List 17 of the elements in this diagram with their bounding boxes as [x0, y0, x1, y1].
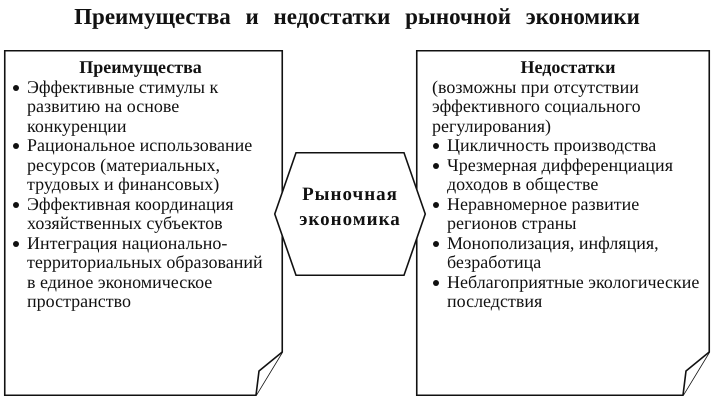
- list-item-text: Цикличность производства: [447, 136, 658, 156]
- list-item-text: Неравномерное развитие регионов страны: [447, 194, 640, 234]
- list-item-text: Эффективные стимулы к развитию на основе конкуренции: [27, 78, 220, 136]
- list-item-text: Неблагоприятные экологические последствия: [447, 272, 700, 312]
- curled-page-panel: [4, 50, 283, 396]
- hexagon: [274, 152, 426, 276]
- list-item-text: Монополизация, инфляция, безработица: [447, 234, 660, 272]
- panel-heading: Преимущества: [78, 58, 203, 78]
- diagram-title: Преимущества и недостатки рыночной экономики: [73, 3, 641, 31]
- panel-heading: Недостатки: [519, 58, 617, 78]
- panel-note: (возможны при отсутствии эффективного социального регулирования): [432, 78, 642, 136]
- list-item-text: Эффективная координация хозяйственных субъектов: [27, 194, 235, 234]
- hexagon-label: Рыночная экономика: [298, 183, 402, 232]
- list-item-text: Рациональное использование ресурсов (материальных, трудовых и финансовых): [27, 136, 254, 194]
- list-item-text: Чрезмерная дифференциация доходов в обществе: [447, 156, 674, 194]
- list-item-text: Интеграция национально-территориальных образований в единое экономическое пространство: [27, 234, 264, 312]
- curled-page-panel: [416, 50, 710, 396]
